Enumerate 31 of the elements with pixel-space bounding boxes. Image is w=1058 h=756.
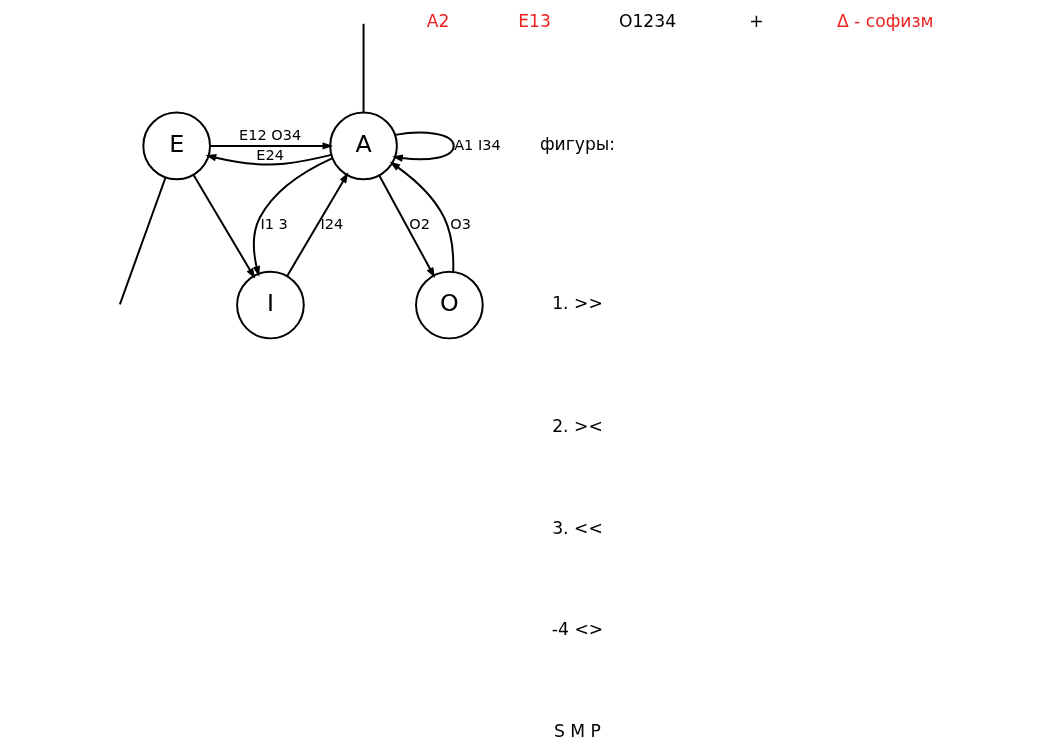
- arrow: [391, 131, 455, 162]
- arrow: [208, 142, 333, 150]
- edge-label: I1 3: [259, 216, 288, 233]
- edge-label: I24: [319, 216, 343, 233]
- label: S M P: [553, 721, 601, 742]
- label: A2: [426, 11, 449, 32]
- node-circle: E: [141, 111, 211, 181]
- node-circle: I: [235, 270, 305, 340]
- label: E13: [517, 11, 551, 32]
- label: +: [748, 11, 764, 32]
- edge-label: O3: [449, 216, 471, 233]
- label: фигуры:: [539, 134, 615, 155]
- edge-label: E12 O34: [238, 126, 301, 143]
- label: -4 <>: [551, 619, 603, 640]
- label: 3. <<: [551, 517, 603, 538]
- node-circle: O: [414, 270, 484, 340]
- arrow: [389, 161, 454, 273]
- arrow: [285, 172, 348, 277]
- edge-label: O2: [408, 216, 430, 233]
- connector: [118, 176, 167, 306]
- arrow: [205, 153, 332, 166]
- label: Δ - софизм: [836, 11, 934, 32]
- arrow: [377, 174, 435, 278]
- label: 2. ><: [551, 416, 603, 437]
- arrow: [252, 157, 334, 277]
- edge-label: A1 I34: [453, 136, 501, 153]
- label: O1234: [618, 11, 676, 32]
- arrow: [191, 173, 255, 279]
- connector: [362, 22, 365, 114]
- label: 1. >>: [551, 293, 603, 314]
- edge-label: E24: [255, 146, 284, 163]
